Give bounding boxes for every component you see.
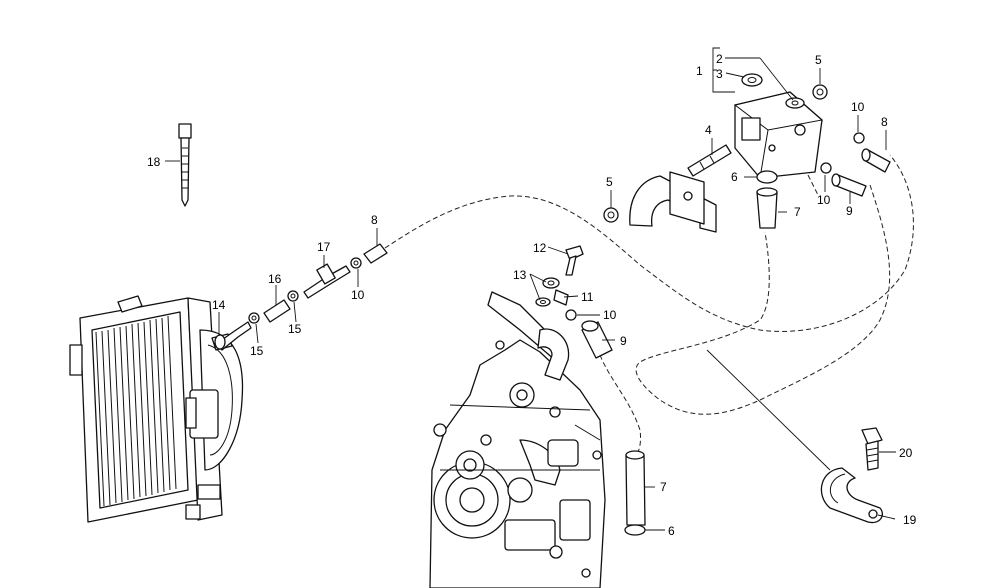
radiator-fins [95,315,177,507]
callout-6-top: 6 [731,170,738,184]
callout-11: 11 [581,290,594,304]
nut-5-top [812,84,828,100]
engine-block [429,291,606,588]
bolt-20 [861,427,883,471]
connector-17 [303,263,351,299]
hose-9-engine [581,320,613,359]
callout-5-bracket: 5 [606,175,613,189]
clamp-10-tank-lower [820,162,832,174]
callout-3: 3 [716,67,723,81]
callout-10-tank-lower: 10 [817,193,831,207]
leader-lines [165,47,896,531]
pipe-11 [553,289,569,306]
bolt-12 [565,245,584,276]
callout-8-left: 8 [371,213,378,227]
clamp-10-tank-upper [853,132,865,144]
callout-12: 12 [533,241,547,255]
mounting-bracket [629,171,717,233]
radiator-assembly [69,295,244,523]
callout-10-engine: 10 [603,308,617,322]
cap-gasket-2-3 [741,73,805,109]
callout-16: 16 [268,272,282,286]
clamp-10-engine [565,309,577,321]
callout-1: 1 [696,64,703,78]
callout-14: 14 [212,298,226,312]
hose-8-left [363,243,388,264]
callout-15-left: 15 [250,344,264,358]
callout-9-engine: 9 [620,334,627,348]
clamp-19 [820,467,883,524]
fitting-14 [214,321,252,351]
callout-20: 20 [899,446,913,460]
hose-7-top [756,187,778,229]
clamp-15-left [248,312,260,324]
callout-4: 4 [705,123,712,137]
callout-7-lower: 7 [660,480,667,494]
callout-labels: 1 2 3 4 5 5 6 6 7 7 8 8 9 9 10 10 10 10 … [147,52,917,538]
hose-16 [263,299,291,323]
callout-6-lower: 6 [668,524,675,538]
washers-13 [535,277,560,307]
clamp-6-top [756,170,778,184]
callout-7-top: 7 [794,205,801,219]
callout-5-tank: 5 [815,53,822,67]
callout-15-right: 15 [288,322,302,336]
callout-19: 19 [903,513,917,527]
hose-8-right [861,148,891,173]
callout-8-right: 8 [881,115,888,129]
callout-13: 13 [513,268,527,282]
callout-2: 2 [716,52,723,66]
expansion-tank-1 [733,91,824,179]
cable-tie-18 [178,123,192,207]
callout-10-tank-upper: 10 [851,100,865,114]
callout-17: 17 [317,240,331,254]
clamp-6-lower [624,524,646,536]
callout-9-right: 9 [846,204,853,218]
clamp-10-left [350,257,362,269]
hose-7-lower [625,450,646,526]
stud-4 [687,144,732,177]
nut-5-bracket [603,207,619,223]
clamp-15-right [287,290,299,302]
callout-10-left: 10 [351,288,365,302]
hose-9-right [831,173,867,197]
callout-18: 18 [147,155,161,169]
